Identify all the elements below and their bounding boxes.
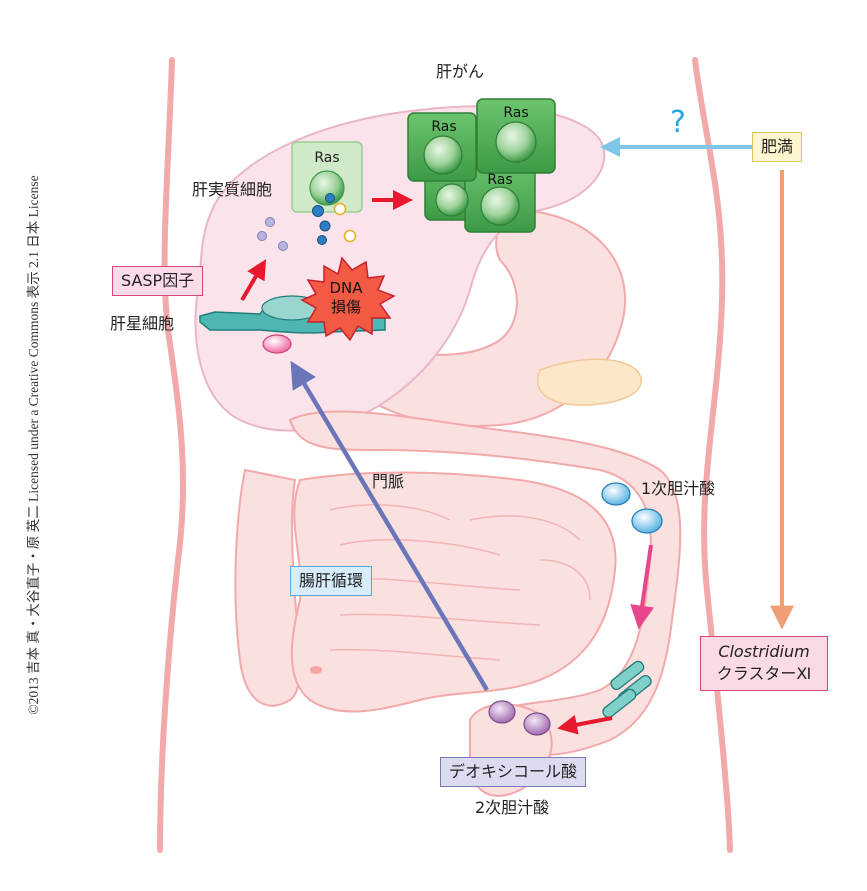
liver-cancer-cluster	[407, 98, 556, 233]
enterohepatic-box: 腸肝循環	[290, 566, 373, 597]
primary-bile-acid-2	[631, 508, 663, 534]
dna-damage-line1: DNA	[329, 279, 363, 297]
enterohepatic-arrow	[290, 360, 489, 692]
clostridium-name: Clostridium	[718, 642, 810, 661]
pink-cell	[262, 334, 292, 354]
deoxycholic-acid-box: デオキシコール酸	[440, 757, 587, 788]
bacteria-cluster	[602, 660, 652, 719]
clostridium-box: Clostridium クラスターⅪ	[700, 636, 828, 691]
cancer-ras-label-1: Ras	[431, 119, 456, 135]
question-mark: ?	[670, 105, 686, 140]
bile-conversion-arrow	[630, 544, 654, 630]
secondary-bile-acid-1	[488, 700, 516, 724]
secondary-bile-acid-2	[523, 712, 551, 736]
obesity-box: 肥満	[752, 132, 803, 163]
sasp-arrow	[240, 259, 267, 302]
primary-bile-acid-label: 1次胆汁酸	[641, 479, 716, 498]
secondary-bile-acid-label: 2次胆汁酸	[475, 798, 550, 817]
stellate-cell-label: 肝星細胞	[110, 314, 175, 333]
hepatocyte-ras-label: Ras	[314, 150, 339, 166]
liver-cancer-label: 肝がん	[436, 62, 485, 81]
secondary-conversion-arrow	[557, 714, 613, 735]
portal-vein-label: 門脈	[372, 472, 405, 491]
clostridium-cluster: クラスターⅪ	[716, 664, 812, 684]
sasp-box: SASP因子	[112, 266, 204, 297]
appendix	[310, 666, 322, 674]
sasp-particles	[257, 193, 357, 251]
copyright-notice: ©2013 吉本 真・大谷直子・原 英二 Licensed under a Cr…	[26, 175, 41, 715]
large-intestine	[234, 410, 682, 756]
pancreas	[537, 358, 642, 406]
hepatocyte-label: 肝実質細胞	[192, 180, 273, 199]
primary-bile-acid-1	[601, 482, 631, 506]
hepatocyte-nucleus	[309, 170, 345, 206]
dna-damage-burst	[300, 256, 396, 342]
cancer-ras-label-3: Ras	[487, 172, 512, 188]
dna-damage-line2: 損傷	[331, 298, 361, 316]
small-intestine	[290, 471, 617, 713]
body-outline	[157, 57, 733, 853]
cancer-ras-label-2: Ras	[503, 105, 528, 121]
